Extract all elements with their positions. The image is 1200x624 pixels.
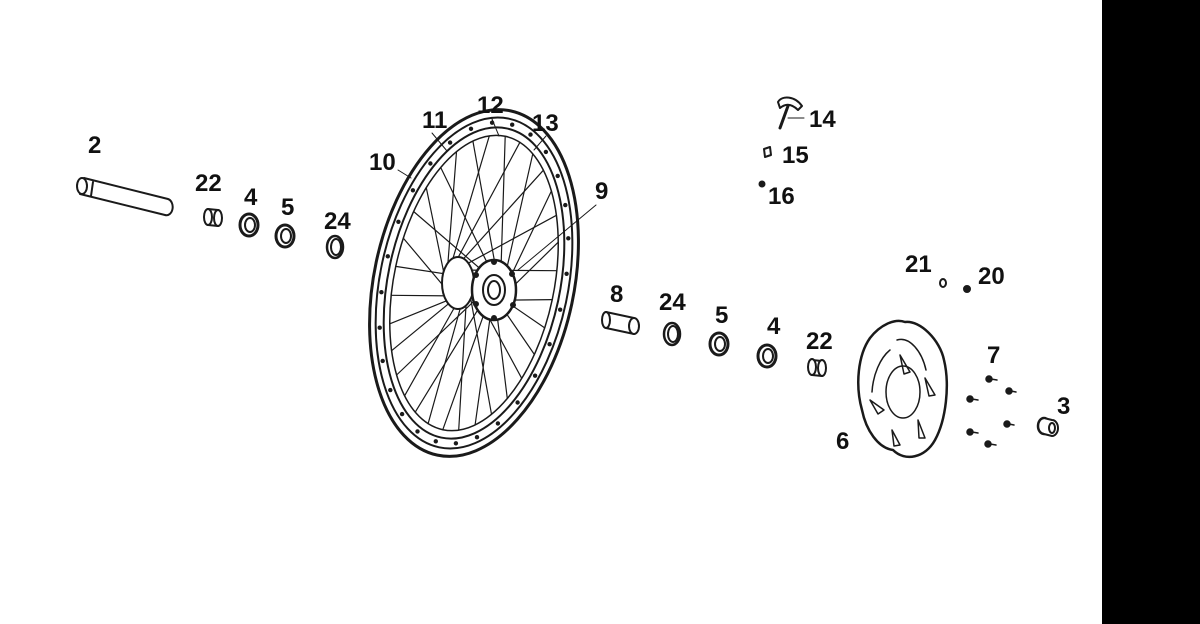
- spacer-right-part: [807, 358, 827, 377]
- spacer-left-part: [203, 208, 223, 227]
- part-label: 2: [88, 132, 102, 159]
- part-label: 5: [281, 194, 295, 221]
- rim-hole: [428, 161, 433, 166]
- rim-hole: [543, 149, 549, 155]
- rim-hole: [558, 307, 563, 312]
- spoke: [503, 153, 534, 281]
- part-label: 10: [369, 149, 396, 176]
- rim-hole: [528, 132, 533, 137]
- spoke: [461, 214, 558, 267]
- spoke: [495, 307, 508, 400]
- part-label: 20: [978, 263, 1005, 290]
- rim-hole: [380, 358, 385, 364]
- ring-right-part: [662, 321, 682, 347]
- rim-hole: [447, 140, 453, 145]
- rim-hole: [410, 188, 416, 193]
- part-label: 15: [782, 142, 809, 169]
- rim-hole: [388, 387, 393, 393]
- rim-hole: [566, 236, 571, 241]
- valve-core-part: [758, 180, 766, 188]
- rim-hole: [515, 400, 520, 405]
- part-label: 3: [1057, 393, 1071, 420]
- ring-left-part: [325, 234, 345, 260]
- part-label: 24: [324, 208, 351, 235]
- part-label: 14: [809, 106, 836, 133]
- part-label: 22: [806, 328, 833, 355]
- rim-hole: [468, 126, 474, 131]
- spoke: [500, 135, 506, 276]
- spoke: [448, 135, 490, 271]
- rim-hole: [532, 373, 538, 378]
- rim-hole: [495, 421, 501, 426]
- part-label: 13: [532, 110, 559, 137]
- part-label: 21: [905, 251, 932, 278]
- part-label: 9: [595, 178, 609, 205]
- spoke: [414, 299, 485, 413]
- hub-part: [441, 256, 518, 322]
- part-label: 22: [195, 170, 222, 197]
- valve-cap-part: [777, 96, 803, 130]
- part-label: 7: [987, 342, 1001, 369]
- spoke: [468, 289, 493, 415]
- valve-nut-part: [763, 146, 772, 158]
- part-label: 24: [659, 289, 686, 316]
- spoke: [442, 304, 488, 431]
- rim-hole: [555, 173, 560, 179]
- rim-hole: [474, 435, 480, 440]
- spoke: [425, 187, 447, 284]
- spoke: [452, 141, 521, 267]
- rim-hole: [547, 342, 552, 347]
- disc-bolt: [1005, 387, 1017, 395]
- rim-hole: [377, 325, 382, 330]
- spoke: [474, 307, 493, 426]
- rim-hole: [510, 122, 515, 127]
- inner-spacer-part: [601, 311, 640, 335]
- bearing-left-part: [238, 212, 260, 238]
- rim-hole: [453, 441, 459, 446]
- leader-lines: [397, 117, 805, 271]
- spoke: [458, 295, 468, 431]
- rim-hole: [379, 290, 384, 295]
- axle-part: [76, 177, 174, 217]
- bearing-right-part: [756, 343, 778, 369]
- seal-left-part: [274, 223, 296, 249]
- spoke: [413, 210, 488, 276]
- rim-hole: [415, 429, 420, 434]
- spoke: [396, 292, 483, 376]
- rim-holes: [377, 120, 571, 446]
- brake-disc-part: [857, 319, 949, 459]
- spoke: [404, 300, 459, 397]
- part-label: 5: [715, 302, 729, 329]
- part-label: 6: [836, 428, 850, 455]
- spoke: [446, 151, 458, 277]
- rim-hole: [433, 439, 438, 444]
- part-label: 11: [422, 107, 448, 134]
- disc-bolt: [984, 440, 997, 448]
- disc-bolt: [985, 375, 998, 383]
- rim-hole: [399, 411, 405, 417]
- spoke: [457, 169, 545, 266]
- disc-bolt: [1003, 420, 1015, 428]
- disc-bolt: [966, 428, 979, 436]
- part-label: 16: [768, 183, 795, 210]
- rim-hole: [385, 254, 390, 259]
- part-label: 4: [767, 313, 781, 340]
- rim-hole: [563, 202, 568, 208]
- disc-bolts-part: [966, 375, 1017, 448]
- disc-bolt: [966, 395, 979, 403]
- nut-small-part: [963, 285, 971, 293]
- rim-hole: [564, 271, 569, 276]
- spoke: [402, 237, 448, 291]
- part-label: 8: [610, 281, 624, 308]
- washer-part: [939, 278, 947, 288]
- seal-right-part: [708, 331, 730, 357]
- part-label: 12: [477, 92, 504, 119]
- rim-hole: [396, 219, 401, 224]
- part-label: 4: [244, 184, 258, 211]
- black-side-panel: [1102, 0, 1200, 624]
- spoke: [390, 294, 451, 297]
- spoke: [391, 299, 455, 352]
- axle-nut-part: [1036, 416, 1059, 437]
